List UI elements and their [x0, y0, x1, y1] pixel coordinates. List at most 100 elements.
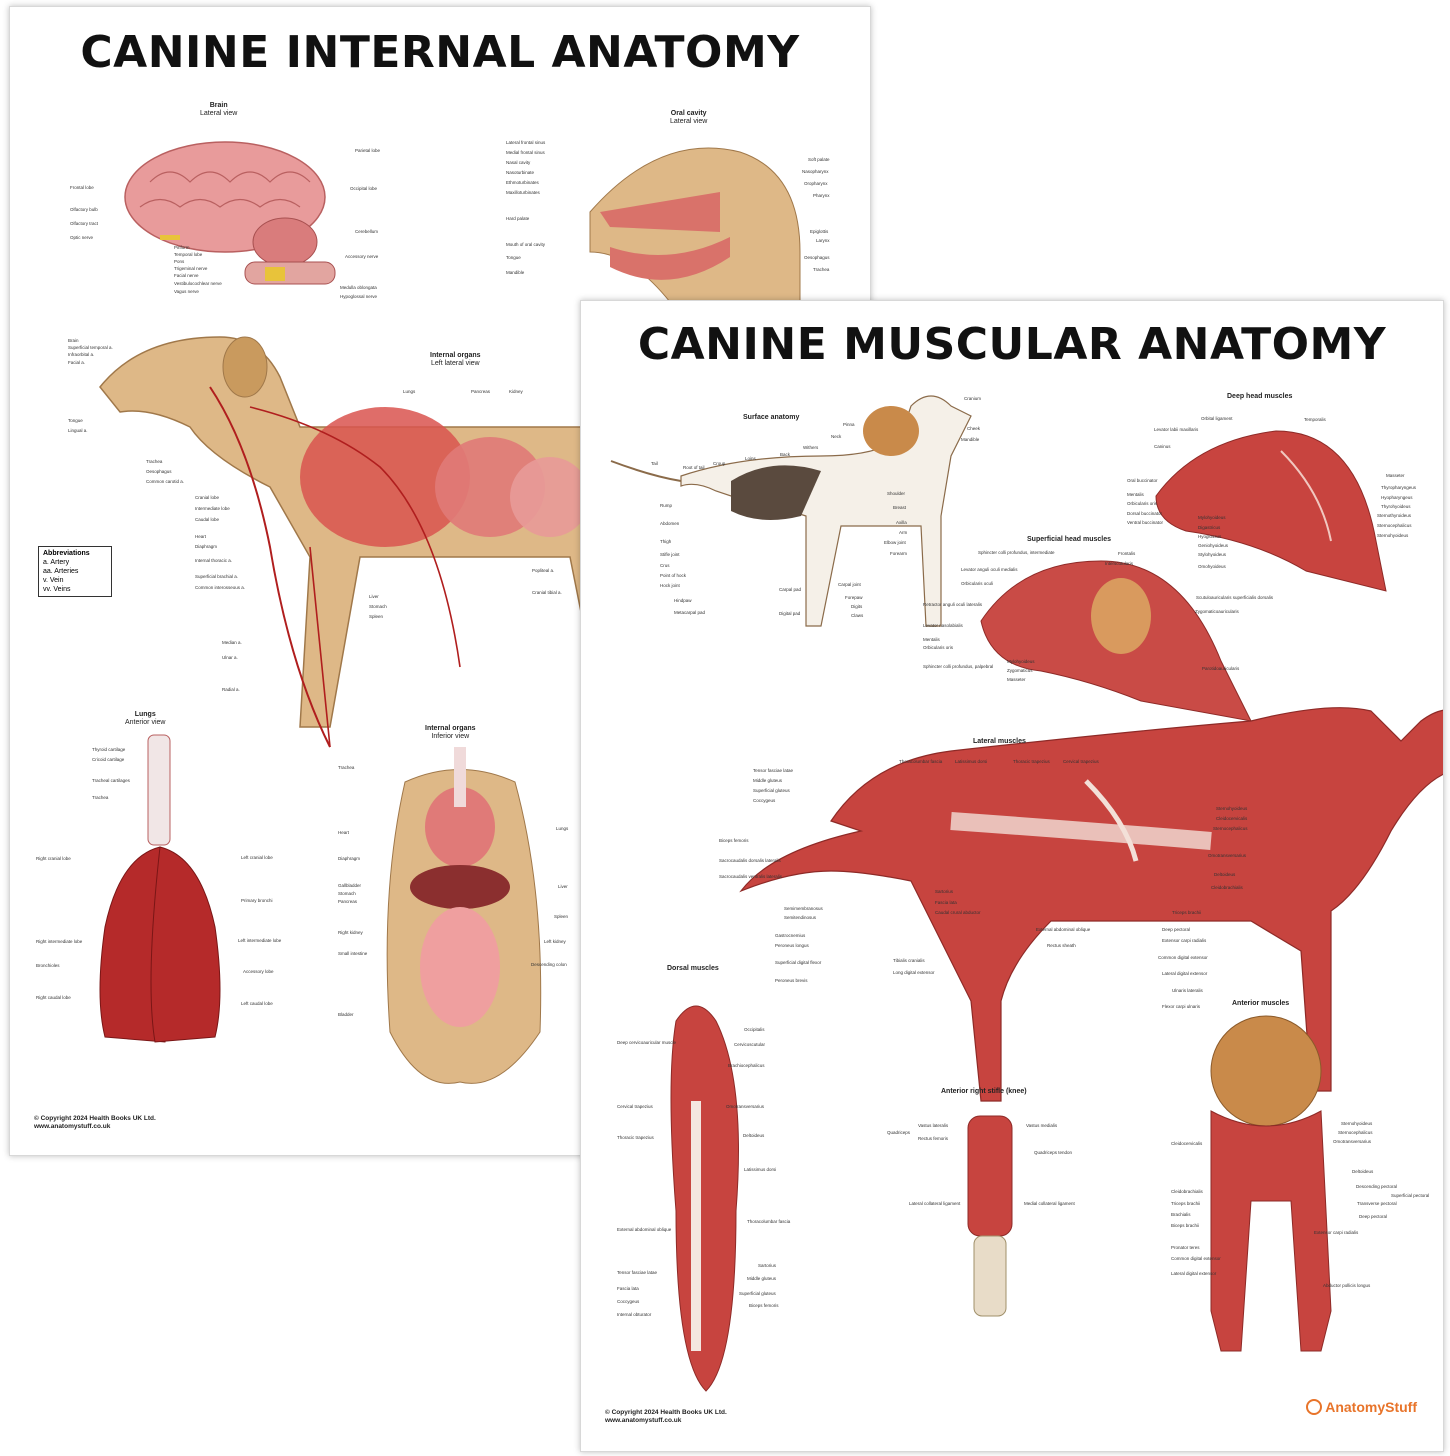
surface-label: Croup: [713, 461, 726, 466]
deep-head-label: Stylohyoideus: [1198, 552, 1227, 557]
dorsal-label: Occipitalis: [744, 1027, 765, 1032]
anterior-label: Brachialis: [1171, 1212, 1191, 1217]
superficial-head-label: Interscutularis: [1105, 561, 1134, 566]
superficial-head-label: Frontalis: [1118, 551, 1136, 556]
organs-label: Ulnar a.: [222, 655, 238, 660]
oral-label: Maxilloturbinates: [506, 190, 540, 195]
surface-label: Loins: [745, 456, 756, 461]
lateral-label: Peroneus brevis: [775, 978, 808, 983]
surface-label: Cranium: [964, 396, 982, 401]
dorsal-label: Tensor fasciae latae: [617, 1270, 658, 1275]
surface-label: Forearm: [890, 551, 908, 556]
superficial-head-label: Sphincter colli profundus, palpebral: [923, 664, 994, 669]
lungs-label: Bronchioles: [36, 963, 60, 968]
lateral-label: Ulnaris lateralis: [1172, 988, 1203, 993]
anterior-label: Lateral digital extensor: [1171, 1271, 1217, 1276]
superficial-head-label: Zygomaticoauricularis: [1195, 609, 1239, 614]
lateral-label: Long digital extensor: [893, 970, 935, 975]
lungs-label: Left cranial lobe: [241, 855, 273, 860]
organs-label: Common interosseous a.: [195, 585, 246, 590]
surface-label: Carpal pad: [779, 587, 802, 592]
deep-head-label: Thyropharyngeus: [1381, 485, 1417, 490]
inferior-label: Heart: [338, 830, 350, 835]
inferior-label: Left kidney: [544, 939, 566, 944]
oral-label: Epiglottis: [810, 229, 829, 234]
surface-label: Hock joint: [660, 583, 680, 588]
dorsal-label: Deep cervicoauricular muscle: [617, 1040, 677, 1045]
abbreviations-box: Abbreviations a. Artery aa. Arteries v. …: [38, 546, 112, 597]
inferior-label: Bladder: [338, 1012, 354, 1017]
brain-label: Accessory nerve: [345, 254, 379, 259]
organs-label: Spleen: [369, 614, 384, 619]
surface-label: Crus: [660, 563, 670, 568]
superficial-head-label: Orbicularis oculi: [961, 581, 994, 586]
lateral-label: Peroneus longus: [775, 943, 809, 948]
abbreviation-item: v. Vein: [43, 577, 64, 584]
muscular-poster-title: CANINE MUSCULAR ANATOMY: [637, 319, 1387, 370]
anterior-label: Sternohyoideus: [1341, 1121, 1373, 1126]
dorsal-label: Sartorius: [758, 1263, 777, 1268]
stifle-label: Medial collateral ligament: [1024, 1201, 1075, 1206]
lateral-label: Sacrocaudalis ventralis lateralis: [719, 874, 783, 879]
lateral-label: Gastrocnemius: [775, 933, 806, 938]
inferior-label: Spleen: [554, 914, 569, 919]
surface-label: Breast: [893, 505, 907, 510]
organs-label: Oesophagus: [146, 469, 172, 474]
lateral-label: Semitendinosus: [784, 915, 817, 920]
superficial-head-label: Levator anguli oculi medialis: [961, 567, 1018, 572]
organs-label: Heart: [195, 534, 207, 539]
inferior-label: Pancreas: [338, 899, 358, 904]
surface-label: Thigh: [660, 539, 672, 544]
superficial-head-illustration: [980, 560, 1252, 722]
surface-label: Mandible: [961, 437, 980, 442]
lungs-label: Right caudal lobe: [36, 995, 71, 1000]
lateral-label: Triceps brachii: [1172, 910, 1202, 915]
oral-cavity-illustration: [589, 147, 801, 303]
anatomystuff-logo: AnatomyStuff: [1306, 1399, 1417, 1415]
anterior-label: Cleidobrachialis: [1171, 1189, 1203, 1194]
stifle-illustration: [967, 1115, 1013, 1317]
inferior-label: Gallbladder: [338, 883, 362, 888]
lungs-label: Left intermediate lobe: [238, 938, 282, 943]
deep-head-label: Caninus: [1154, 444, 1171, 449]
dorsal-label: External abdominal oblique: [617, 1227, 672, 1232]
anterior-label: Common digital extensor: [1171, 1256, 1221, 1261]
organs-label: Superficial brachial a.: [195, 574, 239, 579]
lateral-label: Sacrocaudalis dorsalis lateralis: [719, 858, 781, 863]
lungs-label: Left caudal lobe: [241, 1001, 273, 1006]
stifle-section-title: Anterior right stifle (knee): [941, 1088, 1027, 1095]
deep-head-label: Orbital ligament: [1201, 416, 1233, 421]
internal-illustrations: [99, 141, 801, 1084]
lateral-label: Superficial digital flexor: [775, 960, 822, 965]
brain-label: Medulla oblongata: [340, 285, 377, 290]
anterior-label: Omotransversarius: [1333, 1139, 1372, 1144]
superficial-head-label: Masseter: [1007, 677, 1026, 682]
dorsal-label: Thoracic trapezius: [617, 1135, 654, 1140]
brain-label: Facial nerve: [174, 273, 199, 278]
oral-label: Oropharynx: [804, 181, 828, 186]
deep-head-label: Geniohyoideus: [1198, 543, 1229, 548]
deep-head-label: Ventral buccinator: [1127, 520, 1164, 525]
organs-label: Tongue: [68, 418, 83, 423]
inferior-label: Diaphragm: [338, 856, 361, 861]
dog-lateral-illustration: [99, 336, 661, 748]
organs-label: Cranial tibial a.: [532, 590, 562, 595]
surface-label: Back: [780, 452, 791, 457]
organs-label: Trachea: [146, 459, 163, 464]
lungs-label: Cricoid cartilage: [92, 757, 125, 762]
surface-dog-illustration: [610, 395, 972, 627]
organs-label: Internal thoracic a.: [195, 558, 233, 563]
oral-label: Soft palate: [808, 157, 830, 162]
surface-label: Neck: [831, 434, 842, 439]
surface-label: Digital pad: [779, 611, 801, 616]
lateral-label: Sternocephalicus: [1213, 826, 1248, 831]
anterior-label: Sternocephalicus: [1338, 1130, 1373, 1135]
organs-label: Caudal lobe: [195, 517, 220, 522]
stifle-label: Lateral collateral ligament: [909, 1201, 961, 1206]
organs-inferior-illustration: [386, 747, 542, 1084]
lateral-label: Rectus sheath: [1047, 943, 1076, 948]
deep-head-label: Digastricus: [1198, 525, 1221, 530]
surface-label: Elbow joint: [884, 540, 906, 545]
